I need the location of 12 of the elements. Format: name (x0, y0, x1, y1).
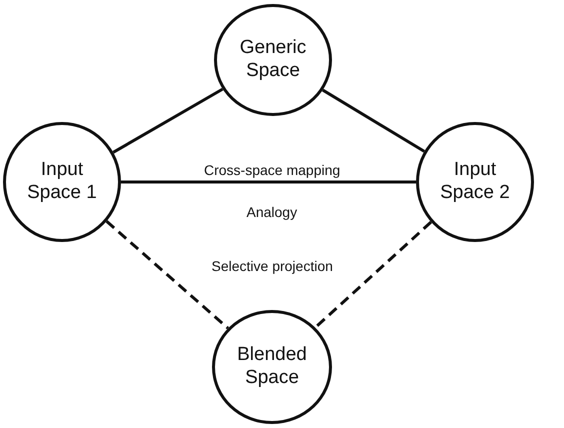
concept-circle: Blended Space (212, 310, 332, 424)
connector-line (112, 88, 224, 154)
text-label: Analogy (244, 204, 300, 220)
text-label: Selective projection (210, 258, 335, 274)
concept-circle: Input Space 2 (416, 122, 534, 242)
connector-line (121, 180, 416, 184)
dashed-connector (106, 220, 229, 330)
concept-circle: Input Space 1 (3, 122, 121, 242)
concept-circle: Generic Space (214, 4, 332, 116)
connector-line (322, 88, 426, 153)
edge-label: Cross-space mapping (202, 162, 342, 178)
dashed-connector (314, 220, 432, 329)
